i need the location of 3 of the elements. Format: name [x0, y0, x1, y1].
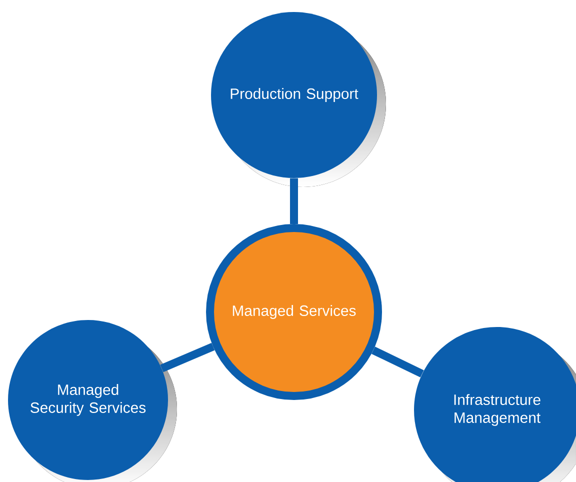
connector-line — [160, 342, 215, 372]
connector-line — [290, 178, 298, 224]
connector-line — [372, 346, 424, 378]
